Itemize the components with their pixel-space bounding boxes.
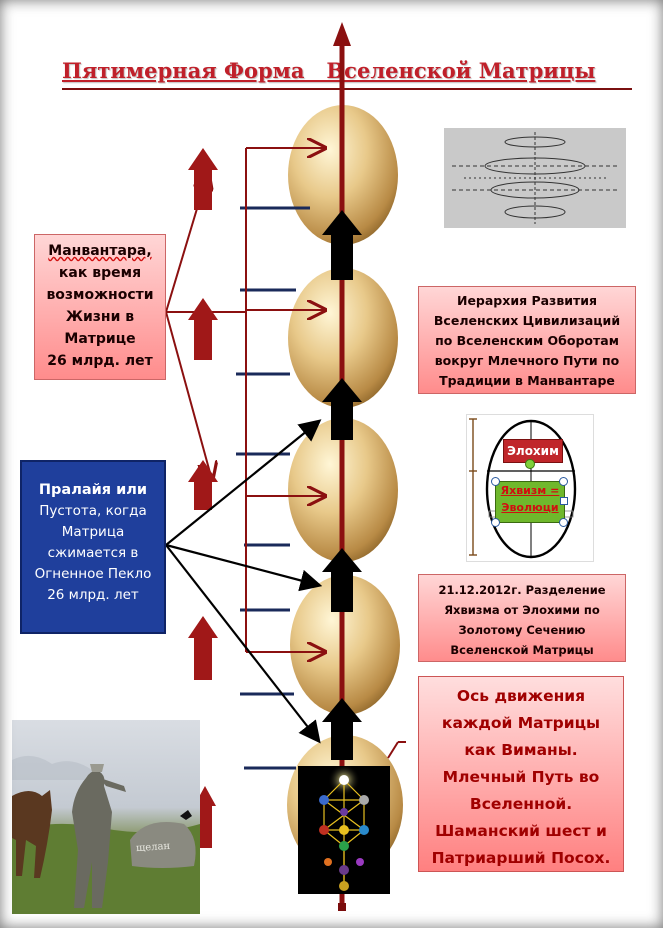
- title-underline: [62, 88, 632, 90]
- hierarchy-line-2: Вселенских Цивилизаций: [433, 313, 621, 328]
- page-title: Пятимерная Форма Вселенской Матрицы: [62, 58, 596, 83]
- yahvism-handle-tr: [559, 477, 568, 486]
- navy-dashes: [236, 206, 310, 770]
- pralaya-arrows: [165, 419, 323, 744]
- pralaya-line-1: Пралайя или: [38, 482, 148, 498]
- separation-line-3: Золотому Сечению: [458, 623, 586, 637]
- axis-line-6: Шаманский шест и: [435, 822, 607, 840]
- horseman-photo: щелан: [12, 720, 200, 914]
- hierarchy-line-1: Иерархия Развития: [456, 293, 598, 308]
- axis-line-5: Вселенной.: [469, 795, 573, 813]
- manvantara-line-5: Матрице: [64, 331, 136, 347]
- separation-line-1: 21.12.2012г. Разделение: [438, 583, 606, 597]
- axis-line-7: Патриарший Посох.: [431, 849, 611, 867]
- pralaya-line-2: Пустота, когда: [39, 503, 147, 519]
- elohim-handle: [525, 459, 535, 469]
- manvantara-line-1: Манвантара,: [48, 243, 152, 259]
- pralaya-line-4: сжимается в: [47, 545, 139, 561]
- tree-of-life-image: [298, 766, 390, 894]
- axis-bottom-dot: [338, 903, 346, 911]
- axis-line-1: Ось движения: [456, 687, 586, 705]
- manvantara-line-2: как время: [58, 265, 142, 281]
- manvantara-line-6: 26 млрд. лет: [47, 353, 153, 369]
- yahvism-line-2: Эволюци: [501, 501, 559, 514]
- manvantara-box: Манвантара, как время возможности Жизни …: [34, 234, 166, 380]
- axis-box: Ось движения каждой Матрицы как Виманы. …: [418, 676, 624, 872]
- axis-line-2: каждой Матрицы: [441, 714, 601, 732]
- yahvism-handle-r: [560, 497, 568, 505]
- yahvism-label-box: Яхвизм = Эволюци: [495, 481, 565, 523]
- pralaya-line-3: Матрица: [61, 524, 125, 540]
- manvantara-line-3: возможности: [46, 287, 154, 303]
- pralaya-line-5: Огненное Пекло: [34, 566, 152, 582]
- torus-pattern-image: [444, 128, 626, 228]
- hierarchy-line-3: по Вселенским Оборотам: [435, 333, 619, 348]
- yahvism-handle-bl: [491, 518, 500, 527]
- separation-line-4: Вселенской Матрицы: [450, 643, 594, 657]
- yahvism-line-1: Яхвизм =: [500, 484, 560, 497]
- separation-line-2: Яхвизма от Элохими по: [444, 603, 600, 617]
- hierarchy-line-5: Традиции в Манвантаре: [439, 373, 615, 388]
- axis-line-4: Млечный Путь во: [442, 768, 600, 786]
- elohim-diagram: Элохим Яхвизм = Эволюци: [466, 414, 594, 562]
- yahvism-handle-br: [559, 518, 568, 527]
- hierarchy-line-4: вокруг Млечного Пути по: [434, 353, 620, 368]
- hierarchy-box: Иерархия Развития Вселенских Цивилизаций…: [418, 286, 636, 394]
- yahvism-handle-tl: [491, 477, 500, 486]
- black-arrows: [322, 210, 362, 760]
- egg-4: [290, 575, 400, 715]
- axis-line-3: как Виманы.: [464, 741, 578, 759]
- separation-box: 21.12.2012г. Разделение Яхвизма от Элохи…: [418, 574, 626, 662]
- pralaya-box: Пралайя или Пустота, когда Матрица сжима…: [20, 460, 166, 634]
- manvantara-line-4: Жизни в: [65, 309, 135, 325]
- pralaya-line-6: 26 млрд. лет: [47, 587, 139, 603]
- axis-arrowhead: [333, 22, 351, 46]
